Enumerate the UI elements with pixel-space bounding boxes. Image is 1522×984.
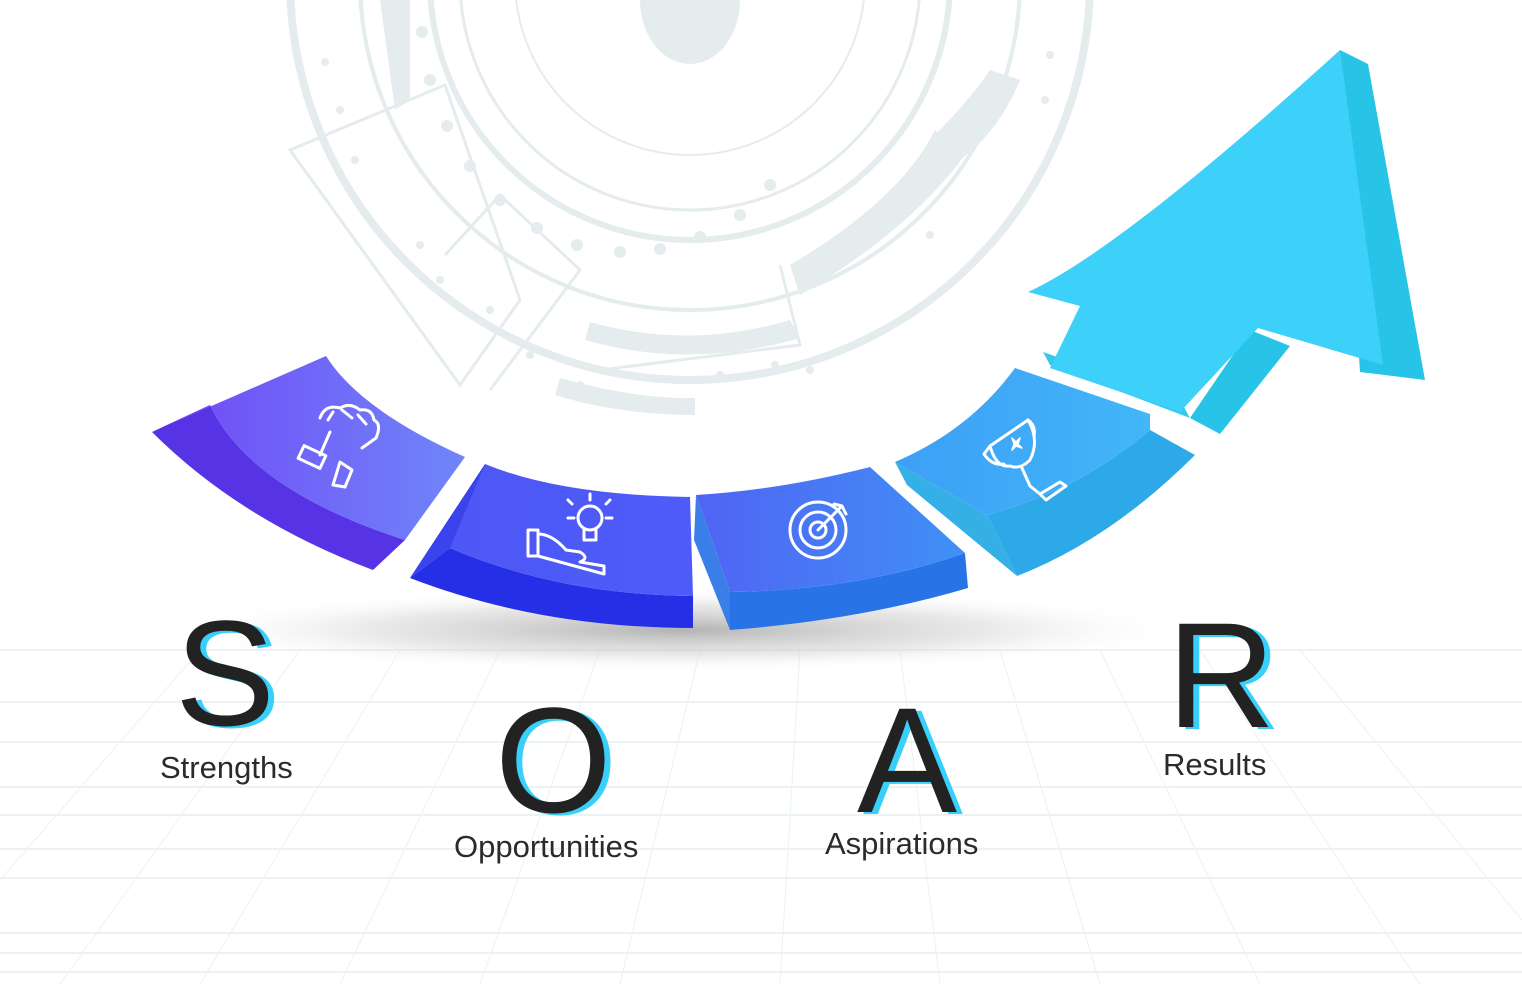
label-opportunities: Opportunities bbox=[454, 829, 639, 864]
letter-o: O bbox=[495, 676, 612, 844]
label-strengths: Strengths bbox=[160, 750, 293, 785]
letter-a: A bbox=[857, 676, 958, 844]
trophy-icon bbox=[982, 418, 1068, 502]
segment-results bbox=[895, 368, 1195, 576]
letter-s: S bbox=[175, 589, 276, 757]
segment-opportunities bbox=[410, 464, 693, 628]
letter-r: R bbox=[1167, 591, 1276, 759]
label-aspirations: Aspirations bbox=[825, 826, 979, 861]
fist-arrow-icon bbox=[296, 403, 381, 489]
hand-lightbulb-icon bbox=[526, 492, 614, 576]
label-results: Results bbox=[1163, 747, 1267, 782]
segment-aspirations bbox=[694, 467, 968, 630]
target-arrow-icon bbox=[788, 500, 848, 560]
results-arrow bbox=[1028, 50, 1425, 434]
